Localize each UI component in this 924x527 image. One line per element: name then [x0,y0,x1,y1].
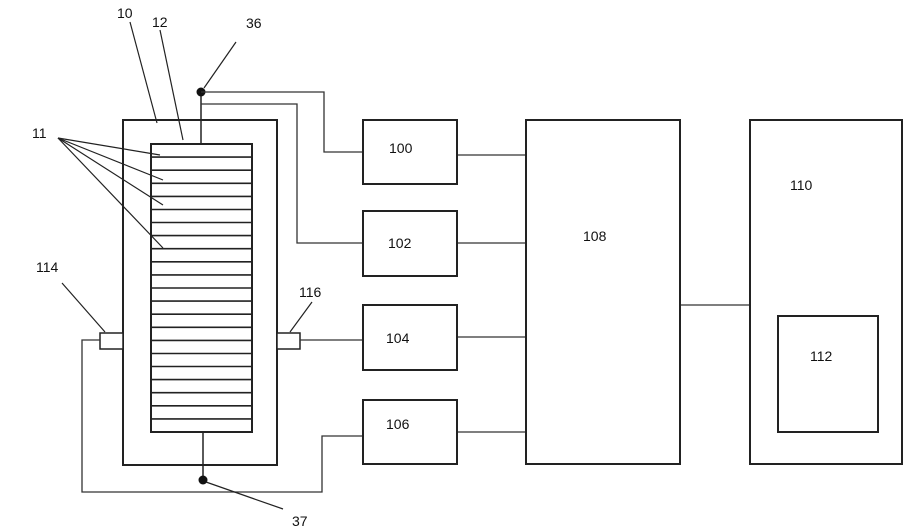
label-block-108: 108 [583,228,607,244]
leader-116 [290,302,312,332]
label-block-110: 110 [790,177,813,193]
leader-11-d [58,138,163,248]
label-block-112: 112 [810,348,833,364]
label-block-102: 102 [388,235,412,251]
label-housing: 10 [117,5,133,21]
label-block-100: 100 [389,140,413,156]
label-left-sensor: 114 [36,259,59,275]
left-sensor-block [100,333,123,349]
cell-stack [151,144,252,432]
label-cells: 11 [32,125,47,141]
block-108 [526,120,680,464]
right-sensor-block [277,333,300,349]
leader-37 [206,482,283,509]
leader-12 [160,30,183,140]
leader-11-a [58,138,160,155]
leader-11-b [58,138,163,180]
leader-11-c [58,138,163,205]
leader-36 [204,42,236,88]
leader-lines [58,22,312,509]
block-106 [363,400,457,464]
leader-114 [62,283,105,332]
label-right-sensor: 116 [299,284,322,300]
label-top-terminal: 36 [246,15,262,31]
leader-10 [130,22,157,123]
block-104 [363,305,457,370]
block-112 [778,316,878,432]
label-stack: 12 [152,14,168,30]
wire-loop-114-37-106 [82,340,363,492]
label-bottom-terminal: 37 [292,513,308,527]
bottom-terminal-node [199,476,208,485]
label-block-106: 106 [386,416,410,432]
label-block-104: 104 [386,330,410,346]
housing-outer [123,120,277,465]
